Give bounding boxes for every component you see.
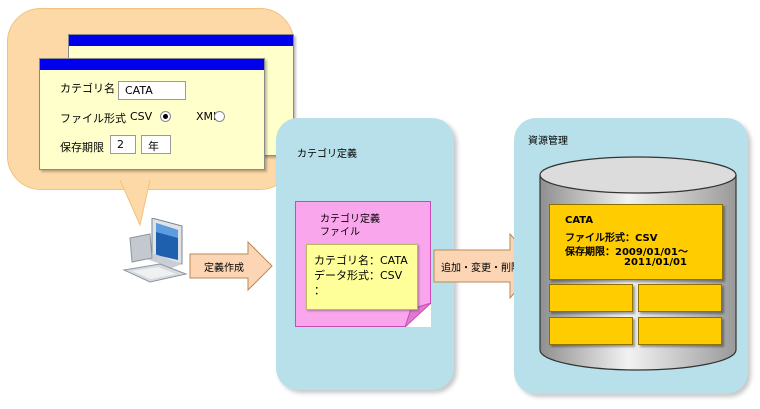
retention-label: 保存期限 — [60, 141, 104, 154]
definition-note — [306, 244, 418, 310]
modify-arrow-label: 追加・変更・削除 — [441, 263, 521, 274]
define-arrow — [189, 240, 273, 292]
computer-icon — [122, 218, 188, 283]
retention-input[interactable]: 2 — [110, 135, 136, 154]
retention-unit-field[interactable]: 年 — [141, 135, 171, 154]
settings-window — [39, 58, 265, 170]
format-csv-label: CSV — [130, 110, 153, 123]
file-format-label: ファイル形式 — [60, 112, 126, 125]
category-name-label: カテゴリ名 — [60, 82, 115, 95]
define-arrow-label: 定義作成 — [204, 263, 244, 274]
back-window-titlebar — [69, 35, 293, 46]
file-title-line1: カテゴリ定義 — [320, 214, 380, 225]
resource-entry-period: 保存期限：2009/01/01～ — [565, 247, 688, 258]
note-category-line: カテゴリ名：CATA — [314, 254, 408, 267]
resource-slot — [549, 284, 633, 312]
resource-entry-name: CATA — [565, 215, 594, 226]
resource-entry-format: ファイル形式：CSV — [565, 233, 658, 244]
retention-unit: 年 — [148, 140, 159, 153]
resource-slot — [638, 284, 722, 312]
resource-entry-period-end: 2011/01/01 — [624, 257, 687, 268]
file-title-line2: ファイル — [320, 227, 360, 238]
settings-window-titlebar — [40, 59, 264, 70]
resource-slot — [638, 317, 722, 345]
note-more-line: ： — [314, 284, 325, 297]
format-xml-label: XML — [196, 110, 220, 123]
category-name-value: CATA — [125, 84, 153, 97]
bubble-tail — [119, 180, 151, 227]
retention-value: 2 — [117, 138, 124, 151]
note-format-line: データ形式：CSV — [314, 269, 403, 282]
resource-panel-title: 資源管理 — [528, 136, 568, 147]
resource-slot — [549, 317, 633, 345]
format-csv-radio[interactable] — [160, 111, 171, 122]
format-xml-radio[interactable] — [214, 111, 225, 122]
resource-entry-block — [549, 204, 723, 280]
category-panel-title: カテゴリ定義 — [297, 149, 357, 160]
category-name-input[interactable]: CATA — [118, 81, 186, 100]
